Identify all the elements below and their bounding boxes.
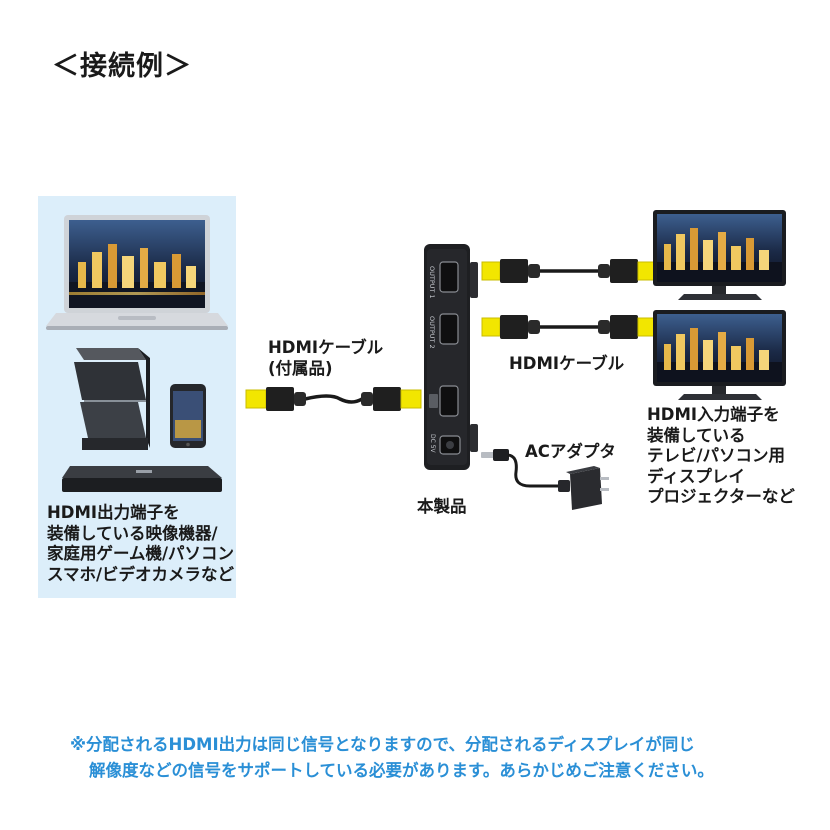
- port-label-output-2: OUTPUT 2: [428, 316, 436, 349]
- display-devices-caption: HDMI入力端子を 装備している テレビ/パソコン用 ディスプレイ プロジェクタ…: [647, 405, 795, 506]
- notice-line-1: ※分配されるHDMI出力は同じ信号となりますので、分配されるディスプレイが同じ: [70, 735, 695, 754]
- splitter-device-icon: [424, 244, 478, 470]
- laptop-icon: [46, 215, 228, 330]
- input-cable-label: HDMIケーブル (付属品): [268, 338, 384, 378]
- monitor-icon-1: [653, 210, 786, 300]
- page-title: ＜接続例＞: [52, 51, 192, 82]
- ac-adapter-icon: [481, 449, 609, 510]
- notice-text: ※分配されるHDMI出力は同じ信号となりますので、分配されるディスプレイが同じ …: [70, 732, 714, 784]
- smartphone-icon: [170, 384, 206, 448]
- notice-line-2: 解像度などの信号をサポートしている必要があります。あらかじめご注意ください。: [89, 761, 714, 780]
- hdmi-cable-input: [245, 387, 422, 411]
- ac-adapter-label: ACアダプタ: [525, 442, 616, 461]
- monitor-icon-2: [653, 310, 786, 400]
- port-label-output-1: OUTPUT 1: [428, 266, 436, 299]
- bluray-player-icon: [62, 466, 222, 492]
- game-console-icon: [74, 348, 150, 450]
- hdmi-cable-output-1: [481, 259, 657, 283]
- port-label-dc: DC 5V: [429, 434, 436, 453]
- product-label: 本製品: [417, 497, 467, 516]
- hdmi-cable-output-2: [481, 315, 657, 339]
- splitter-port-labels: OUTPUT 1 OUTPUT 2 DC 5V: [424, 244, 470, 470]
- source-devices-caption: HDMI出力端子を 装備している映像機器/ 家庭用ゲーム機/パソコン スマホ/ビ…: [47, 503, 235, 584]
- output-cable-label: HDMIケーブル: [509, 354, 625, 373]
